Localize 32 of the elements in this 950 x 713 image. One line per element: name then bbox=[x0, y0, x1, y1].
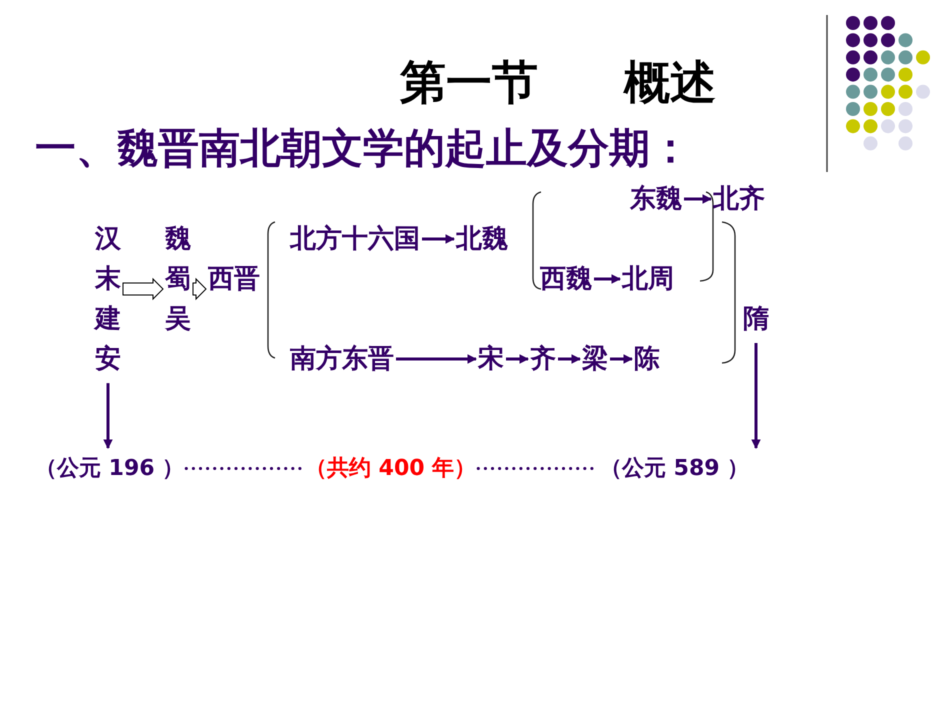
period-label: 汉末建安 bbox=[95, 219, 121, 380]
arrow bbox=[610, 354, 633, 364]
slide-title: 第一节 概述 bbox=[400, 54, 716, 111]
period-label: 宋 bbox=[478, 339, 504, 380]
section-heading: 一、魏晋南北朝文学的起止及分期： bbox=[35, 123, 691, 174]
arrow bbox=[506, 354, 529, 364]
period-label: 东魏 bbox=[630, 179, 682, 220]
period-label: （公元 196 ） bbox=[35, 452, 184, 485]
arrow bbox=[422, 234, 455, 244]
dotted-line bbox=[184, 467, 304, 470]
period-label: 梁 bbox=[582, 339, 608, 380]
arrow bbox=[594, 274, 621, 284]
period-label: 北周 bbox=[622, 259, 674, 300]
arrow bbox=[558, 354, 581, 364]
arrow bbox=[103, 383, 113, 449]
period-label: （公元 589 ） bbox=[600, 452, 750, 485]
arrow bbox=[684, 194, 712, 204]
arrow bbox=[751, 343, 761, 449]
period-label: 北魏 bbox=[456, 219, 508, 260]
period-label: 北方十六国 bbox=[290, 219, 420, 260]
period-label: 隋 bbox=[743, 299, 769, 340]
period-label: （共约 400 年） bbox=[305, 452, 476, 485]
period-label: 魏 蜀 吴 bbox=[165, 219, 191, 340]
period-label: 北齐 bbox=[713, 179, 765, 220]
period-label: 西魏 bbox=[540, 259, 592, 300]
hollow-arrow bbox=[192, 278, 207, 300]
period-label: 齐 bbox=[530, 339, 556, 380]
period-label: 西晋 bbox=[208, 259, 260, 300]
hollow-arrow bbox=[122, 278, 164, 300]
arrow bbox=[396, 354, 477, 364]
period-label: 陈 bbox=[634, 339, 660, 380]
period-label: 南方东晋 bbox=[290, 339, 394, 380]
